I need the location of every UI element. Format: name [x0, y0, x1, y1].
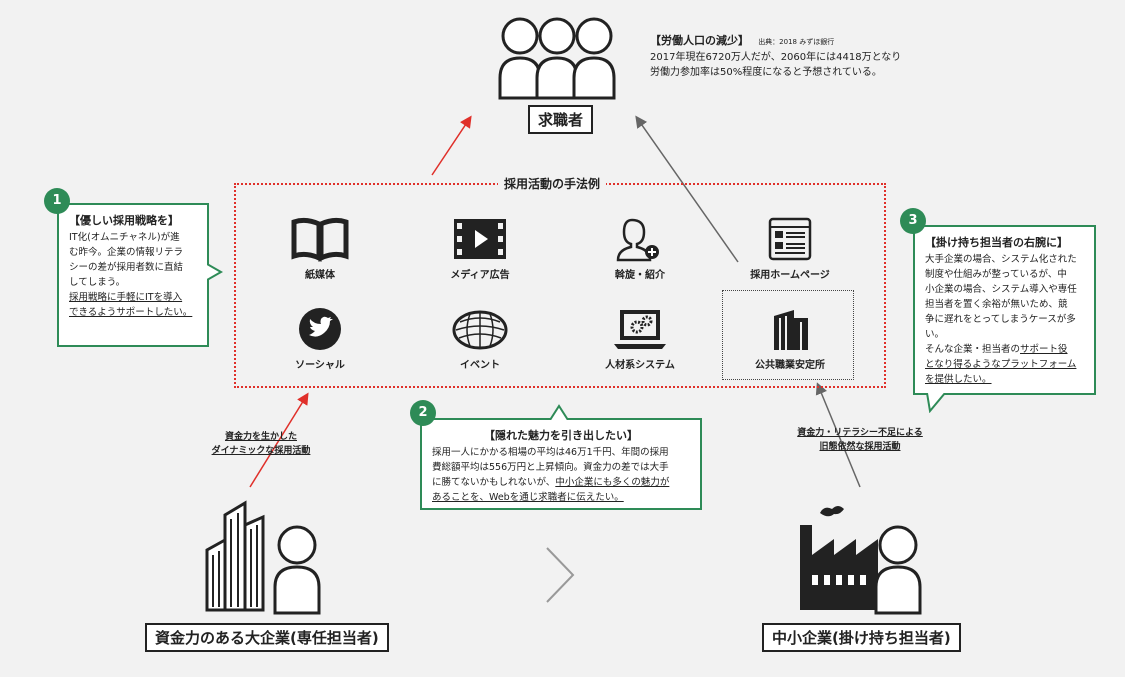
callout-text: む昨今。企業の情報リテラ: [69, 247, 184, 258]
building-icon: [774, 310, 808, 350]
callout-text: シーの差が採用者数に直結: [69, 262, 184, 273]
methods-to-seeker-arrow: [431, 115, 472, 176]
web-page-icon: [768, 217, 812, 261]
callout-text: そんな企業・担当者の: [925, 344, 1021, 355]
big-company-label: 資金力のある大企業(専任担当者): [145, 623, 389, 652]
callout-1-title: 【優しい採用戦略を】: [69, 214, 179, 227]
callout-underlined-text: を提供したい。: [925, 374, 992, 385]
callout-1-badge: 1: [44, 188, 70, 214]
population-note: 【労働人口の減少】 出典：2018 みずほ銀行 2017年現在6720万人だが、…: [650, 33, 901, 80]
job-seeker-group-icon: [498, 17, 616, 100]
callout-text: 担当者を置く余裕が無いため、競: [925, 299, 1068, 310]
arrow-label-line: ダイナミックな採用活動: [211, 446, 311, 456]
callout-text: IT化(オムニチャネル)が進: [69, 232, 180, 243]
callout-2: 【隠れた魅力を引き出したい】 採用一人にかかる相場の平均は46万1千円、年間の採…: [420, 418, 702, 510]
small-company-arrow-label: 資金力・リテラシー不足による 旧態依然な採用活動: [780, 426, 940, 454]
callout-underlined-text: 採用戦略に手軽にITを導入: [69, 292, 183, 303]
method-referral: 斡旋・紹介: [585, 216, 695, 281]
large-company-building-icon: [205, 500, 321, 615]
callout-text: 制度や仕組みが整っているが、中: [925, 269, 1067, 280]
method-recruit-homepage: 採用ホームページ: [735, 216, 845, 281]
method-event: イベント: [425, 306, 535, 371]
callout-text: い。: [925, 329, 945, 340]
method-label: 斡旋・紹介: [615, 270, 665, 281]
small-company-label: 中小企業(掛け持ち担当者): [762, 623, 961, 652]
job-seeker-label: 求職者: [528, 105, 594, 134]
hellowork-dotted-box: [722, 290, 854, 380]
population-line2: 労働力参加率は50%程度になると予想されている。: [650, 67, 882, 78]
arrow-label-line: 資金力・リテラシー不足による: [797, 428, 923, 438]
method-hr-system: 人材系システム: [585, 306, 695, 371]
method-label: メディア広告: [450, 270, 510, 281]
methods-title: 採用活動の手法例: [498, 175, 607, 192]
callout-3-title: 【掛け持ち担当者の右腕に】: [925, 236, 1068, 249]
callout-2-title: 【隠れた魅力を引き出したい】: [484, 429, 638, 442]
homepage-to-seeker-arrow: [635, 115, 739, 263]
population-line1: 2017年現在6720万人だが、2060年には4418万となり: [650, 52, 902, 63]
callout-text: 争に遅れをとってしまうケースが多: [925, 314, 1076, 325]
callout-underlined-text: できるようサポートしたい。: [69, 307, 193, 318]
method-label: イベント: [460, 360, 500, 371]
callout-3-pointer: [926, 393, 946, 413]
callout-2-badge: 2: [410, 400, 436, 426]
method-social: ソーシャル: [265, 306, 375, 371]
chevron-right-icon: [546, 547, 575, 603]
callout-text: に勝てないかもしれないが、: [432, 477, 556, 488]
callout-3-badge: 3: [900, 208, 926, 234]
person-add-icon: [616, 218, 659, 262]
method-label: ソーシャル: [295, 360, 345, 371]
callout-underlined-text: 中小企業にも多くの魅力が: [555, 477, 670, 488]
callout-1-pointer: [207, 263, 224, 281]
population-title: 【労働人口の減少】: [650, 34, 749, 47]
arrow-label-line: 旧態依然な採用活動: [819, 442, 901, 452]
method-media-ad: メディア広告: [425, 216, 535, 281]
callout-1: 【優しい採用戦略を】 IT化(オムニチャネル)が進 む昨今。企業の情報リテラ シ…: [57, 203, 209, 347]
callout-text: してしまう。: [69, 277, 126, 288]
arrow-label-line: 資金力を生かした: [224, 432, 297, 442]
callout-2-pointer: [549, 404, 569, 420]
method-label: 公共職業安定所: [755, 360, 825, 371]
population-source: 出典：2018 みずほ銀行: [758, 38, 835, 46]
callout-text: 小企業の場合、システム導入や専任: [925, 284, 1077, 295]
event-dome-icon: [452, 310, 508, 350]
callout-underlined-text: サポート役: [1020, 344, 1068, 355]
small-company-to-hellowork-arrow: [815, 382, 861, 488]
big-company-to-methods-arrow: [249, 392, 309, 488]
twitter-bird-icon: [299, 308, 341, 350]
callout-text: 採用一人にかかる相場の平均は46万1千円、年間の採用: [432, 447, 669, 458]
factory-icon: [800, 506, 922, 615]
callout-underlined-text: あることを、Webを通じ求職者に伝えたい。: [432, 492, 624, 503]
callout-text: 費総額平均は556万円と上昇傾向。資金力の差では大手: [432, 462, 669, 473]
callout-text: 大手企業の場合、システム化された: [925, 254, 1077, 265]
film-play-icon: [454, 219, 506, 259]
method-label: 人材系システム: [605, 360, 675, 371]
callout-underlined-text: となり得るようなプラットフォーム: [925, 359, 1077, 370]
method-label: 紙媒体: [305, 270, 335, 281]
callout-3: 【掛け持ち担当者の右腕に】 大手企業の場合、システム化された 制度や仕組みが整っ…: [913, 225, 1096, 395]
method-paper-media: 紙媒体: [265, 216, 375, 281]
big-company-arrow-label: 資金力を生かした ダイナミックな採用活動: [196, 430, 326, 458]
laptop-gears-icon: [614, 310, 666, 349]
book-icon: [291, 217, 349, 262]
method-label: 採用ホームページ: [750, 270, 830, 281]
method-hellowork: 公共職業安定所: [735, 306, 845, 371]
